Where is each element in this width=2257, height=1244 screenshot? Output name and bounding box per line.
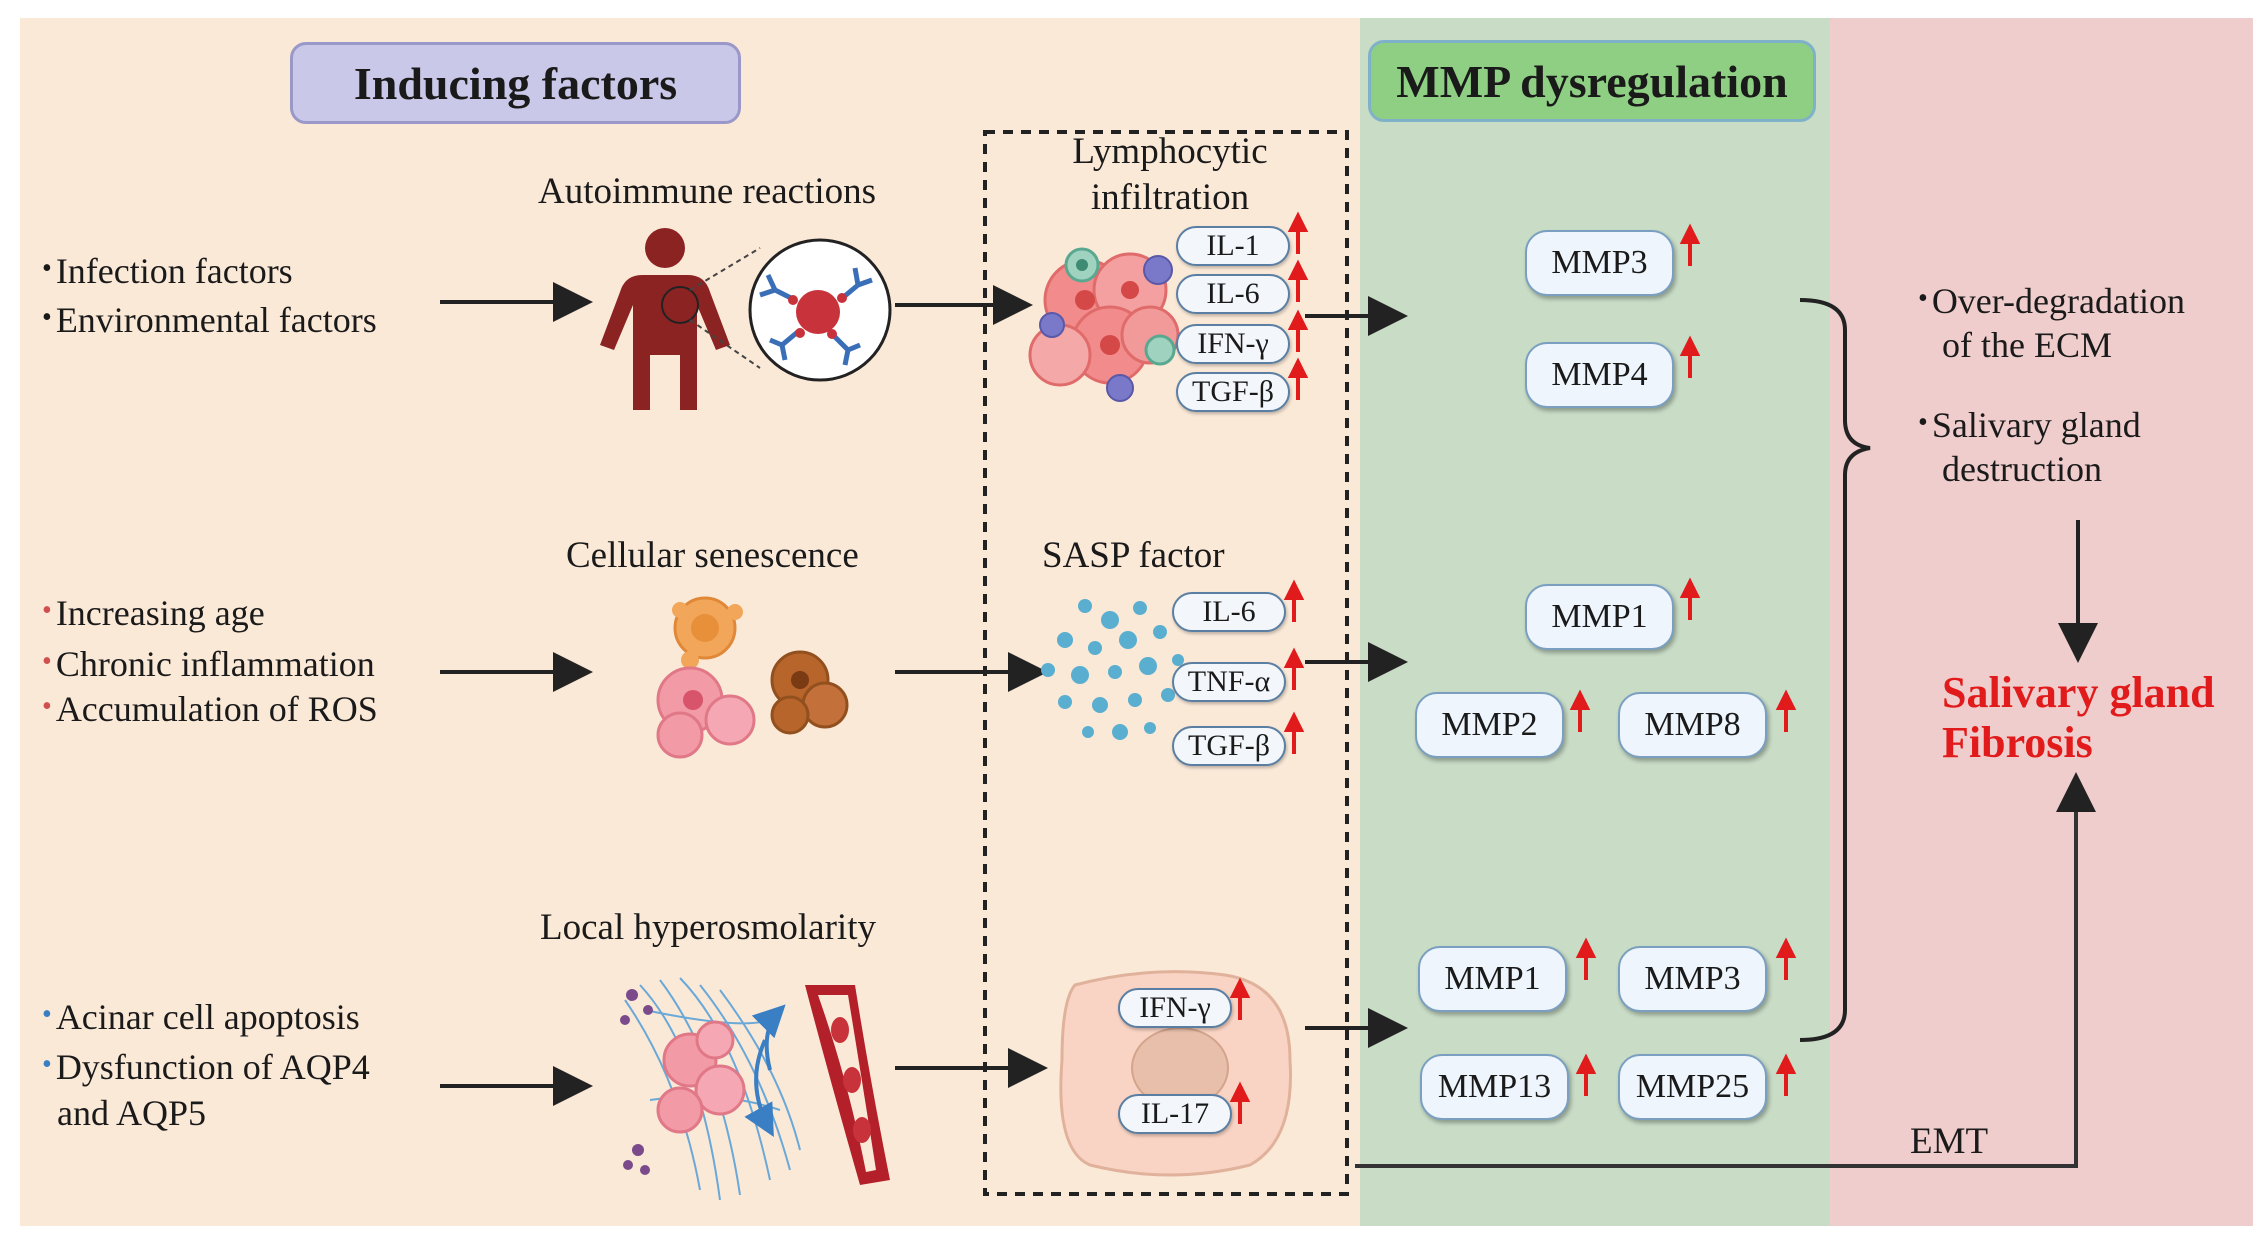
factor-environmental: •Environmental factors bbox=[42, 299, 377, 341]
mmp-box: MMP3 bbox=[1525, 230, 1674, 296]
lymphocytic-label-line2: infiltration bbox=[1090, 177, 1250, 218]
bullet-dot: • bbox=[42, 691, 52, 722]
hyperosmolarity-label: Local hyperosmolarity bbox=[540, 907, 876, 948]
up-arrow-icon bbox=[1287, 211, 1309, 254]
factor-text: Accumulation of ROS bbox=[55, 689, 378, 729]
cytokine-dashed-box bbox=[983, 130, 1349, 1196]
factor-apoptosis: •Acinar cell apoptosis bbox=[42, 996, 360, 1038]
senescent-cells-icon bbox=[656, 596, 849, 759]
brace bbox=[1799, 298, 1871, 1042]
outcome-text: Over-degradation bbox=[1931, 281, 2185, 321]
sasp-label: SASP factor bbox=[1042, 535, 1225, 576]
factor-inflammation: •Chronic inflammation bbox=[42, 643, 375, 685]
cytokine-pill: IL-17 bbox=[1118, 1094, 1232, 1134]
cytokine-pill: TGF-β bbox=[1172, 726, 1286, 766]
up-arrow-icon bbox=[1283, 647, 1305, 690]
bullet-dot: • bbox=[42, 302, 52, 333]
up-arrow-icon bbox=[1575, 937, 1597, 980]
up-arrow-icon bbox=[1679, 223, 1701, 266]
cytokine-pill: IFN-γ bbox=[1118, 988, 1232, 1028]
factor-text: Chronic inflammation bbox=[55, 644, 375, 684]
mmp-box: MMP13 bbox=[1420, 1054, 1569, 1120]
fibrosis-line1: Salivary gland bbox=[1942, 668, 2215, 717]
up-arrow-icon bbox=[1569, 689, 1591, 732]
cytokine-pill: IL-1 bbox=[1176, 226, 1290, 266]
lymphocytic-label-line1: Lymphocytic bbox=[1072, 131, 1268, 172]
inducing-factors-title: Inducing factors bbox=[290, 42, 741, 124]
up-arrow-icon bbox=[1229, 1081, 1251, 1124]
up-arrow-icon bbox=[1775, 689, 1797, 732]
cytokine-pill: IFN-γ bbox=[1176, 324, 1290, 364]
mmp-box: MMP3 bbox=[1618, 946, 1767, 1012]
factor-text: Dysfunction of AQP4 bbox=[55, 1047, 370, 1087]
factor-aqp-cont: and AQP5 bbox=[57, 1093, 207, 1133]
up-arrow-icon bbox=[1283, 579, 1305, 622]
fibrosis-line2: Fibrosis bbox=[1942, 718, 2093, 767]
bullet-dot: • bbox=[42, 999, 52, 1030]
factor-age: •Increasing age bbox=[42, 592, 265, 634]
outcome-ecm: •Over-degradation bbox=[1918, 280, 2185, 322]
bullet-dot: • bbox=[42, 253, 52, 284]
cytokine-pill: TGF-β bbox=[1176, 372, 1290, 412]
factor-text: Increasing age bbox=[55, 593, 265, 633]
up-arrow-icon bbox=[1287, 357, 1309, 400]
sasp-particles-icon bbox=[1041, 599, 1184, 740]
factor-ros: •Accumulation of ROS bbox=[42, 688, 378, 730]
up-arrow-icon bbox=[1575, 1053, 1597, 1096]
mmp-dysregulation-title: MMP dysregulation bbox=[1368, 40, 1816, 122]
up-arrow-icon bbox=[1775, 1053, 1797, 1096]
outcome-ecm-cont: of the ECM bbox=[1942, 325, 2112, 365]
mmp-box: MMP4 bbox=[1525, 342, 1674, 408]
senescence-label: Cellular senescence bbox=[566, 535, 859, 576]
autoimmune-label: Autoimmune reactions bbox=[538, 171, 877, 212]
up-arrow-icon bbox=[1283, 711, 1305, 754]
mmp-box: MMP1 bbox=[1525, 584, 1674, 650]
fibers-acinar-icon bbox=[620, 977, 801, 1201]
blood-vessel-icon bbox=[805, 985, 890, 1185]
cytokine-pill: IL-6 bbox=[1176, 274, 1290, 314]
up-arrow-icon bbox=[1679, 335, 1701, 378]
bullet-dot: • bbox=[42, 1049, 52, 1080]
outcome-destruction-cont: destruction bbox=[1942, 449, 2102, 489]
person-icon bbox=[600, 228, 730, 410]
factor-text: Environmental factors bbox=[55, 300, 377, 340]
outcome-destruction: •Salivary gland bbox=[1918, 404, 2141, 446]
up-arrow-icon bbox=[1287, 259, 1309, 302]
bullet-dot: • bbox=[1918, 407, 1928, 438]
cytokine-pill: IL-6 bbox=[1172, 592, 1286, 632]
up-arrow-icon bbox=[1287, 309, 1309, 352]
lymphocyte-cluster-icon bbox=[1028, 247, 1180, 402]
up-arrow-icon bbox=[1679, 577, 1701, 620]
up-arrow-icon bbox=[1229, 977, 1251, 1020]
bullet-dot: • bbox=[42, 646, 52, 677]
cytokine-pill: TNF-α bbox=[1172, 662, 1286, 702]
outcome-text: Salivary gland bbox=[1931, 405, 2141, 445]
factor-text: Acinar cell apoptosis bbox=[55, 997, 360, 1037]
outcome-panel bbox=[1830, 18, 2253, 1226]
factor-text: Infection factors bbox=[55, 251, 293, 291]
emt-label: EMT bbox=[1910, 1121, 1989, 1162]
mmp-box: MMP2 bbox=[1415, 692, 1564, 758]
mmp-box: MMP25 bbox=[1618, 1054, 1767, 1120]
factor-aqp: •Dysfunction of AQP4 bbox=[42, 1046, 370, 1088]
factor-infection: •Infection factors bbox=[42, 250, 293, 292]
bullet-dot: • bbox=[42, 595, 52, 626]
bullet-dot: • bbox=[1918, 283, 1928, 314]
mmp-box: MMP1 bbox=[1418, 946, 1567, 1012]
mmp-box: MMP8 bbox=[1618, 692, 1767, 758]
antibody-zoom-icon bbox=[748, 238, 892, 382]
emt-arrow bbox=[1355, 772, 2096, 1168]
up-arrow-icon bbox=[1775, 937, 1797, 980]
